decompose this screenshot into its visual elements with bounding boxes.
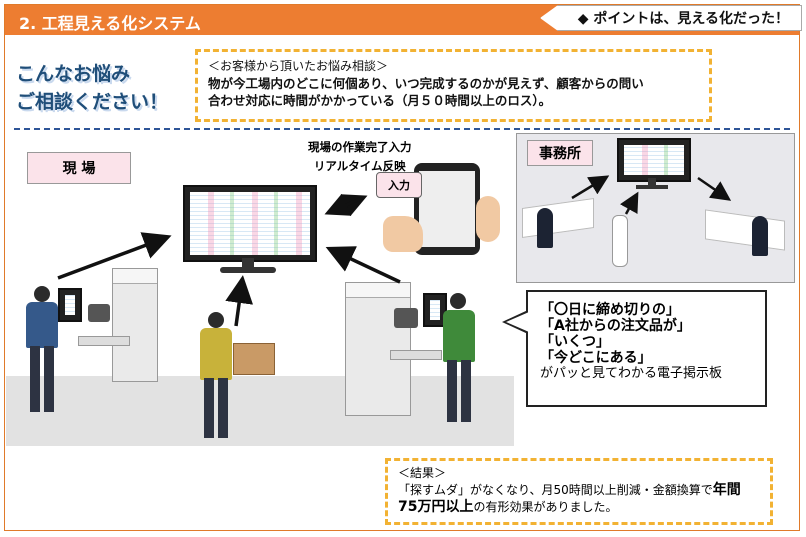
result-line1: 「探すムダ」がなくなり、月50時間以上削減・金額換算で年間 [398,482,760,499]
callout-q3: 「いくつ」 [540,334,610,350]
header-title: 2. 工程見える化システム [19,14,201,33]
worry-heading: こんなお悩み ご相談ください！ [16,60,168,116]
central-display-monitor [183,185,317,262]
section-divider [14,128,790,130]
input-bubble: 入力 [376,172,422,198]
consultation-box: ＜お客様から頂いたお悩み相談＞ 物が今工場内のどこに何個あり、いつ完成するのかが… [195,49,712,122]
point-text: ◆ ポイントは、見える化だった！ [577,11,789,27]
left-terminal-desk [78,336,130,346]
office-person-center [612,215,628,267]
consultation-line1: 物が今工場内のどこに何個あり、いつ完成するのかが見えず、顧客からの問い [208,76,644,91]
central-display-stand [242,258,254,268]
result-line2: 75万円以上の有形効果がありました。 [398,499,760,516]
right-terminal-scanner-icon [394,308,418,328]
office-display-base [636,185,668,189]
billboard-callout: 「〇日に締め切りの」 「A社からの注文品が」 「いくつ」 「今どこにある」 がパ… [502,290,767,407]
realtime-line1: 現場の作業完了入力 [308,140,412,154]
result-line1-emph: 年間 [712,482,741,498]
factory-floor [6,376,514,446]
office-display-monitor [617,138,691,182]
outer-frame [4,4,800,531]
site-label-text: 現 場 [62,161,96,177]
realtime-line2: リアルタイム反映 [313,159,406,173]
point-banner: ◆ ポイントは、見える化だった！ [540,5,802,31]
consultation-line2: 合わせ対応に時間がかかっている（月５０時間以上のロス）。 [208,93,552,108]
right-terminal-cabinet [345,282,411,416]
hand-icon [383,216,423,252]
callout-desc: がパッと見てわかる電子掲示板 [540,366,723,381]
result-line1-text: 「探すムダ」がなくなり、月50時間以上削減・金額換算で [398,483,713,497]
cardboard-box-icon [233,343,275,375]
left-terminal-scanner-icon [88,304,110,322]
office-person-left [537,208,553,248]
worry-line1: こんなお悩み [16,63,131,85]
site-label: 現 場 [27,152,131,184]
result-line2-text: の有形効果がありました。 [473,500,618,514]
worry-line2: ご相談ください！ [16,91,169,113]
right-terminal-desk [390,350,442,360]
left-terminal-monitor [58,288,82,322]
office-label-text: 事務所 [539,146,581,162]
callout-q4: 「今どこにある」 [540,350,652,366]
hand-right-icon [476,196,500,242]
left-terminal-cabinet [112,268,158,382]
office-person-right [752,216,768,256]
input-label: 入力 [388,179,410,192]
result-lead: ＜結果＞ [398,466,447,480]
central-display-base [220,267,276,273]
result-line2-emph: 75万円以上 [398,499,474,515]
office-label: 事務所 [527,140,593,166]
consultation-lead: ＜お客様から頂いたお悩み相談＞ [208,59,389,73]
callout-q2: 「A社からの注文品が」 [540,318,691,334]
callout-q1: 「〇日に締め切りの」 [540,302,680,318]
realtime-caption: 現場の作業完了入力 リアルタイム反映 [308,138,412,176]
result-box: ＜結果＞ 「探すムダ」がなくなり、月50時間以上削減・金額換算で年間 75万円以… [385,458,773,525]
office-display-stand [648,178,656,186]
tablet-device [414,163,480,255]
